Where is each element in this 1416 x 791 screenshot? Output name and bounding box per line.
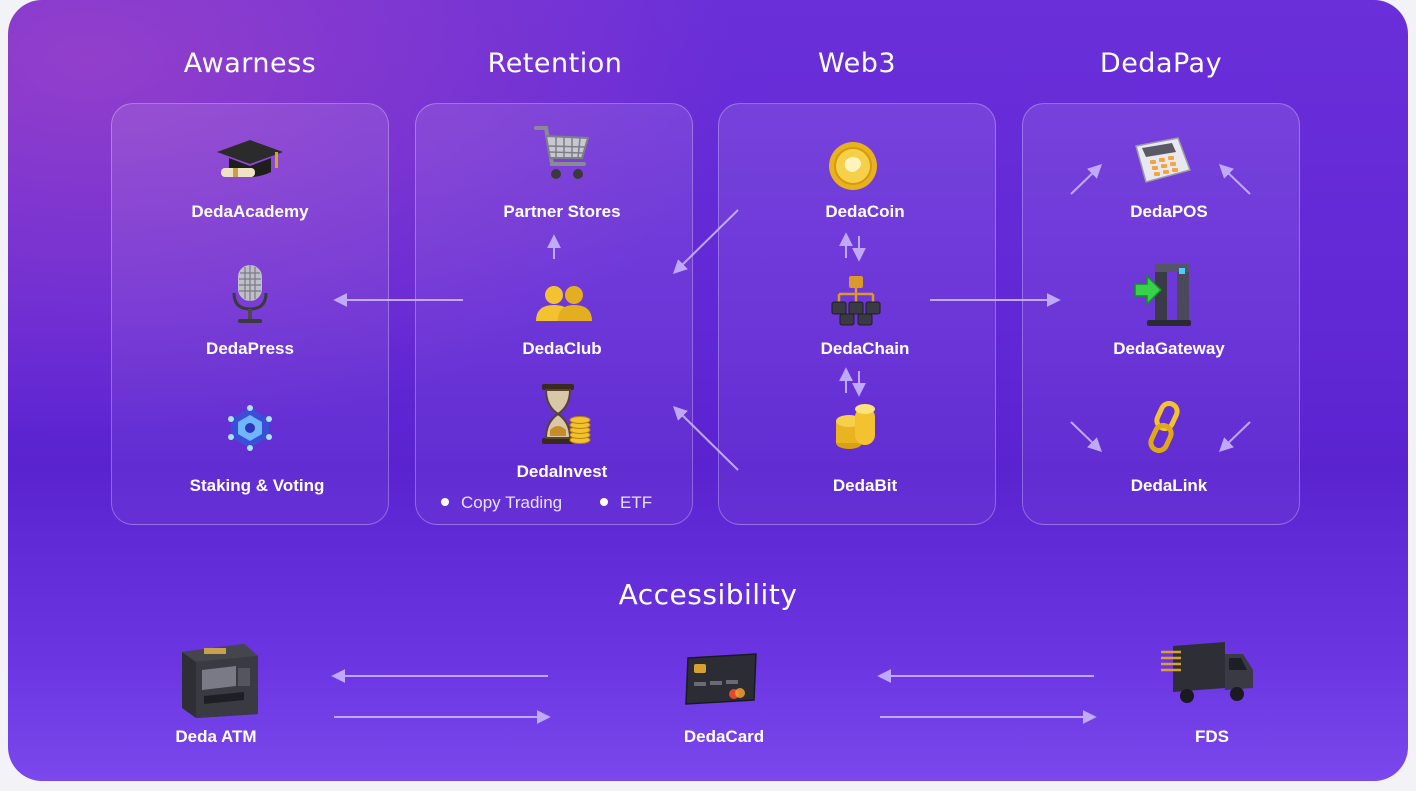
blockchain-icon (831, 276, 881, 326)
item-label-dedaacademy: DedaAcademy (191, 202, 309, 221)
item-label-dedacard: DedaCard (683, 727, 765, 746)
arrow-to-link-left (1070, 421, 1103, 452)
item-label-dedagateway: DedaGateway (1113, 339, 1225, 358)
coin-icon (829, 142, 877, 190)
network-cube-icon (228, 405, 272, 451)
arrow-to-link-right (1218, 421, 1251, 452)
item-label-staking-voting: Staking & Voting (189, 476, 325, 495)
item-label-dedaclub: DedaClub (522, 339, 602, 358)
item-label-dedainvest: DedaInvest (516, 462, 608, 481)
column-title-retention: Retention (487, 48, 623, 79)
graduation-cap-icon (217, 140, 283, 177)
truck-icon (1161, 642, 1253, 703)
item-label-deda-atm: Deda ATM (175, 727, 257, 746)
item-label-dedacoin: DedaCoin (825, 202, 905, 221)
item-label-partner-stores: Partner Stores (503, 202, 621, 221)
arrow-to-pos-left (1070, 164, 1103, 195)
arrow-to-pos-right (1218, 164, 1251, 195)
sub-item-label: Copy Trading (461, 493, 563, 512)
sub-item-etf: ETF (600, 493, 652, 513)
microphone-icon (232, 265, 268, 323)
sub-item-copy-trading: Copy Trading (441, 493, 562, 513)
shopping-cart-icon (534, 126, 590, 179)
coin-stack-icon (836, 404, 875, 449)
arrows-layer (331, 164, 1251, 724)
hourglass-coins-icon (542, 384, 591, 444)
item-label-dedachain: DedaChain (820, 339, 910, 358)
pos-terminal-icon (1135, 137, 1191, 183)
accessibility-title: Accessibility (618, 578, 798, 611)
column-title-web3: Web3 (817, 48, 897, 79)
ecosystem-diagram: Awarness Retention Web3 DedaPay DedaAcad… (8, 0, 1408, 781)
arrow-coin-to-club (673, 209, 739, 274)
item-label-dedabit: DedaBit (832, 476, 898, 495)
chain-link-icon (1148, 401, 1180, 454)
bullet-dot (600, 497, 608, 506)
item-label-dedapos: DedaPOS (1130, 202, 1208, 221)
users-icon (536, 286, 592, 321)
credit-card-icon (685, 653, 757, 705)
column-title-dedapay: DedaPay (1099, 48, 1223, 79)
sub-item-label: ETF (620, 493, 653, 512)
item-label-dedalink: DedaLink (1130, 476, 1208, 495)
item-label-fds: FDS (1195, 727, 1229, 746)
item-label-dedapress: DedaPress (206, 339, 294, 358)
bullet-dot (441, 497, 449, 506)
gateway-icon (1134, 264, 1191, 326)
arrow-bit-to-invest (673, 406, 739, 471)
atm-icon (182, 644, 258, 718)
column-title-awarness: Awarness (183, 48, 317, 79)
